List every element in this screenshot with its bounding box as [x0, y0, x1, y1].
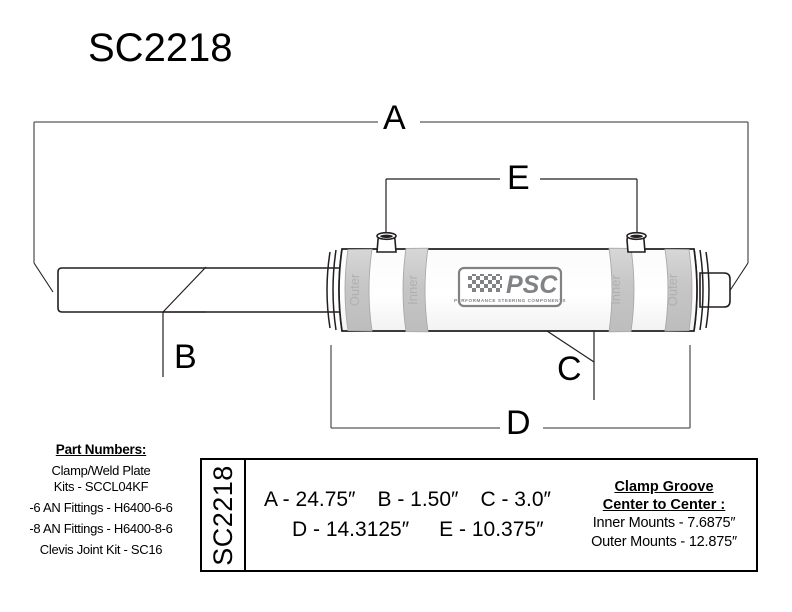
part-number-item: -6 AN Fittings - H6400-6-6	[29, 500, 173, 515]
psc-logo: PSC PERFORMANCE STEERING COMPONENTS	[454, 266, 566, 308]
clamp-groove-inner-mounts: Inner Mounts - 7.6875″	[592, 515, 736, 531]
dimension-line-d	[330, 345, 691, 429]
spec-value-e: E - 10.375″	[439, 518, 544, 541]
hydraulic-cylinder: Outer Inner Inner Outer	[57, 231, 731, 333]
spec-value-b: B - 1.50″	[377, 488, 459, 511]
part-number-item: Clamp/Weld Plate Kits - SCCL04KF	[51, 463, 151, 494]
spec-model-label: SC2218	[207, 464, 238, 566]
spec-value-c: C - 3.0″	[480, 488, 551, 511]
piston-rod-right	[699, 272, 731, 308]
piston-rod-left	[57, 267, 341, 313]
dimension-label-c: C	[557, 350, 582, 388]
port-boss-left	[376, 231, 397, 253]
spec-model-cell: SC2218	[202, 460, 246, 570]
band-label-inner-right: Inner	[608, 275, 623, 305]
clamp-band-inner-right	[608, 247, 635, 333]
clamp-band-outer-right	[664, 248, 693, 332]
table-row: D - 14.3125″ E - 10.375″	[258, 515, 574, 545]
spec-value-d: D - 14.3125″	[292, 518, 410, 541]
clamp-band-outer-left	[344, 248, 373, 332]
table-row: A - 24.75″ B - 1.50″ C - 3.0″	[258, 485, 574, 515]
clamp-groove-heading-line-2: Center to Center :	[602, 497, 726, 513]
spec-dimensions-group: A - 24.75″ B - 1.50″ C - 3.0″ D - 14.312…	[246, 462, 578, 568]
dimension-label-a: A	[383, 99, 406, 137]
checkered-flag-icon	[468, 274, 502, 292]
clamp-groove-heading-line-1: Clamp Groove	[614, 479, 714, 495]
dimension-line-a	[33, 121, 749, 293]
spec-value-a: A - 24.75″	[264, 488, 356, 511]
clamp-groove-outer-mounts: Outer Mounts - 12.875″	[591, 534, 737, 550]
page-title: SC2218	[88, 26, 233, 70]
clamp-band-inner-left	[402, 247, 429, 333]
specification-table: SC2218 A - 24.75″ B - 1.50″ C - 3.0″ D -…	[200, 458, 758, 572]
dimension-label-b: B	[174, 338, 197, 376]
clamp-groove-group: Clamp Groove Center to Center : Inner Mo…	[578, 462, 756, 568]
spec-body-cell: A - 24.75″ B - 1.50″ C - 3.0″ D - 14.312…	[246, 460, 756, 570]
part-numbers-block: Part Numbers: Clamp/Weld Plate Kits - SC…	[8, 442, 194, 563]
part-number-item: Clevis Joint Kit - SC16	[39, 542, 163, 557]
psc-logo-brand: PSC	[506, 271, 558, 299]
dimension-line-e	[385, 178, 638, 232]
band-label-outer-left: Outer	[347, 273, 362, 306]
port-boss-right	[626, 231, 647, 253]
dimension-leader-c	[546, 330, 595, 400]
psc-logo-tagline: PERFORMANCE STEERING COMPONENTS	[454, 298, 566, 303]
dimension-leader-b	[162, 266, 207, 377]
band-label-inner-left: Inner	[405, 275, 420, 305]
part-numbers-heading: Part Numbers:	[55, 442, 147, 457]
band-label-outer-right: Outer	[665, 273, 680, 306]
part-number-item: -8 AN Fittings - H6400-8-6	[29, 521, 173, 536]
dimension-label-d: D	[506, 404, 531, 442]
dimension-label-e: E	[507, 159, 530, 197]
